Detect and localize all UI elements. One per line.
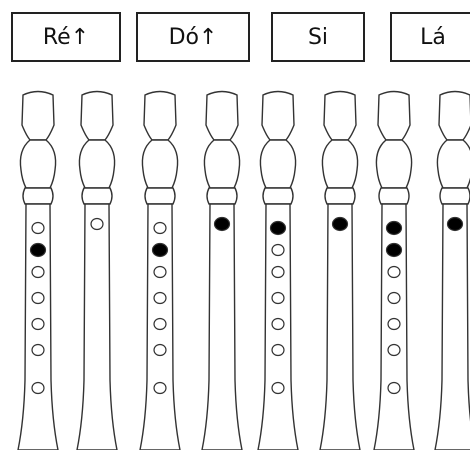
finger-hole-5-open [271, 317, 285, 331]
recorder-back-view [201, 90, 243, 450]
finger-hole-6-open [271, 343, 285, 357]
recorder-front-view [17, 90, 59, 450]
finger-hole-1-open [31, 221, 45, 235]
thumb-hole-closed [331, 216, 349, 232]
finger-hole-2-closed [151, 242, 169, 258]
recorder-back-view [76, 90, 118, 450]
recorder-joint-ring [439, 187, 470, 205]
finger-hole-1-open [153, 221, 167, 235]
note-label-text: Lá [420, 24, 446, 50]
finger-hole-2-closed [29, 242, 47, 258]
finger-hole-3-open [387, 265, 401, 279]
recorder-head [323, 90, 357, 141]
recorder-head [21, 90, 55, 141]
recorder-head [261, 90, 295, 141]
recorder-joint-ring [378, 187, 410, 205]
finger-hole-7-open [387, 381, 401, 395]
recorder-front-view [373, 90, 415, 450]
recorder-joint-ring [206, 187, 238, 205]
finger-hole-2-closed [385, 242, 403, 258]
finger-hole-5-open [31, 317, 45, 331]
finger-hole-3-open [271, 265, 285, 279]
note-label-text: Si [307, 24, 329, 50]
recorder-head [143, 90, 177, 141]
recorder-head-joint [321, 139, 359, 189]
finger-hole-1-closed [385, 220, 403, 236]
finger-hole-4-open [387, 291, 401, 305]
recorder-body [319, 203, 361, 450]
recorder-head [80, 90, 114, 141]
recorder-body [434, 203, 470, 450]
thumb-hole-closed [213, 216, 231, 232]
recorder-body [201, 203, 243, 450]
finger-hole-5-open [387, 317, 401, 331]
recorder-joint-ring [22, 187, 54, 205]
finger-hole-6-open [387, 343, 401, 357]
finger-hole-6-open [31, 343, 45, 357]
finger-hole-4-open [31, 291, 45, 305]
recorder-head-joint [259, 139, 297, 189]
recorder-head-joint [78, 139, 116, 189]
finger-hole-7-open [153, 381, 167, 395]
finger-hole-3-open [153, 265, 167, 279]
recorder-joint-ring [144, 187, 176, 205]
recorder-head-joint [436, 139, 470, 189]
finger-hole-1-closed [269, 220, 287, 236]
thumb-hole-open [90, 217, 104, 231]
recorder-head [205, 90, 239, 141]
recorder-joint-ring [81, 187, 113, 205]
recorder-head [377, 90, 411, 141]
finger-hole-7-open [271, 381, 285, 395]
note-label-re-sharp: Ré↑ [11, 12, 121, 62]
recorder-joint-ring [262, 187, 294, 205]
finger-hole-6-open [153, 343, 167, 357]
finger-hole-4-open [271, 291, 285, 305]
note-label-do-sharp: Dó↑ [136, 12, 250, 62]
note-label-si: Si [271, 12, 365, 62]
finger-hole-5-open [153, 317, 167, 331]
recorder-joint-ring [324, 187, 356, 205]
recorder-head-joint [141, 139, 179, 189]
note-label-text: Ré↑ [42, 24, 90, 50]
finger-hole-2-open [271, 243, 285, 257]
finger-hole-4-open [153, 291, 167, 305]
recorder-front-view [257, 90, 299, 450]
recorder-head [438, 90, 470, 141]
recorder-back-view [434, 90, 470, 450]
note-label-la: Lá [390, 12, 470, 62]
thumb-hole-closed [446, 216, 464, 232]
recorder-back-view [319, 90, 361, 450]
recorder-head-joint [203, 139, 241, 189]
recorder-head-joint [375, 139, 413, 189]
finger-hole-7-open [31, 381, 45, 395]
finger-hole-3-open [31, 265, 45, 279]
recorder-front-view [139, 90, 181, 450]
note-label-text: Dó↑ [168, 24, 218, 50]
recorder-head-joint [19, 139, 57, 189]
recorder-body [76, 203, 118, 450]
